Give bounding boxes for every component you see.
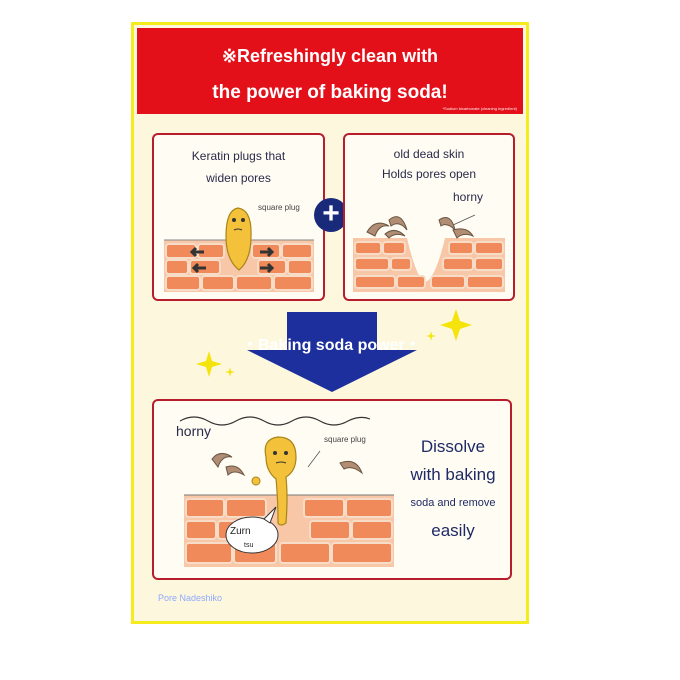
- square-plug-label: square plug: [258, 203, 300, 212]
- dissolve-panel: horny square plug: [152, 399, 512, 580]
- dissolve-illustration: [179, 416, 394, 567]
- square-plug-label-2: square plug: [324, 435, 366, 444]
- footnote: *Sodium bicarbonate (cleaning ingredient…: [442, 106, 518, 111]
- panel1-line-1: Keratin plugs that: [191, 149, 286, 163]
- bubble-text-tsu: tsu: [244, 542, 254, 549]
- panel1-line-2: widen pores: [206, 171, 271, 185]
- panel2-line-1: old dead skin: [393, 147, 465, 161]
- headline-banner: ※Refreshingly clean with the power of ba…: [137, 28, 523, 114]
- dissolve-line-4: easily: [431, 521, 475, 540]
- bubble-text-zurn: Zurn: [230, 526, 251, 537]
- down-arrow: [247, 312, 417, 392]
- plus-icon: +: [314, 198, 348, 232]
- poster: ※Refreshingly clean with the power of ba…: [131, 22, 529, 624]
- dissolve-line-1: Dissolve: [420, 437, 486, 456]
- keratin-plug-panel: Keratin plugs that widen pores square pl…: [152, 133, 325, 301]
- dead-skin-panel: old dead skin Holds pores open horny: [343, 133, 515, 301]
- dissolve-line-2: with baking: [410, 465, 496, 484]
- keratin-plug-illustration: [164, 207, 314, 292]
- headline-line-1: ※Refreshingly clean with: [221, 46, 439, 66]
- horny-label-2: horny: [176, 423, 212, 439]
- brand-logo: Pore Nadeshiko: [158, 593, 223, 603]
- baking-soda-power-label: ・Baking soda power・: [242, 337, 421, 354]
- panel2-line-2: Holds pores open: [381, 167, 477, 181]
- headline-line-2: the power of baking soda!: [212, 82, 448, 103]
- sparkle-icons: [196, 309, 472, 377]
- dead-skin-illustration: [353, 214, 505, 292]
- horny-label: horny: [453, 190, 484, 204]
- dissolve-line-3: soda and remove: [410, 497, 496, 509]
